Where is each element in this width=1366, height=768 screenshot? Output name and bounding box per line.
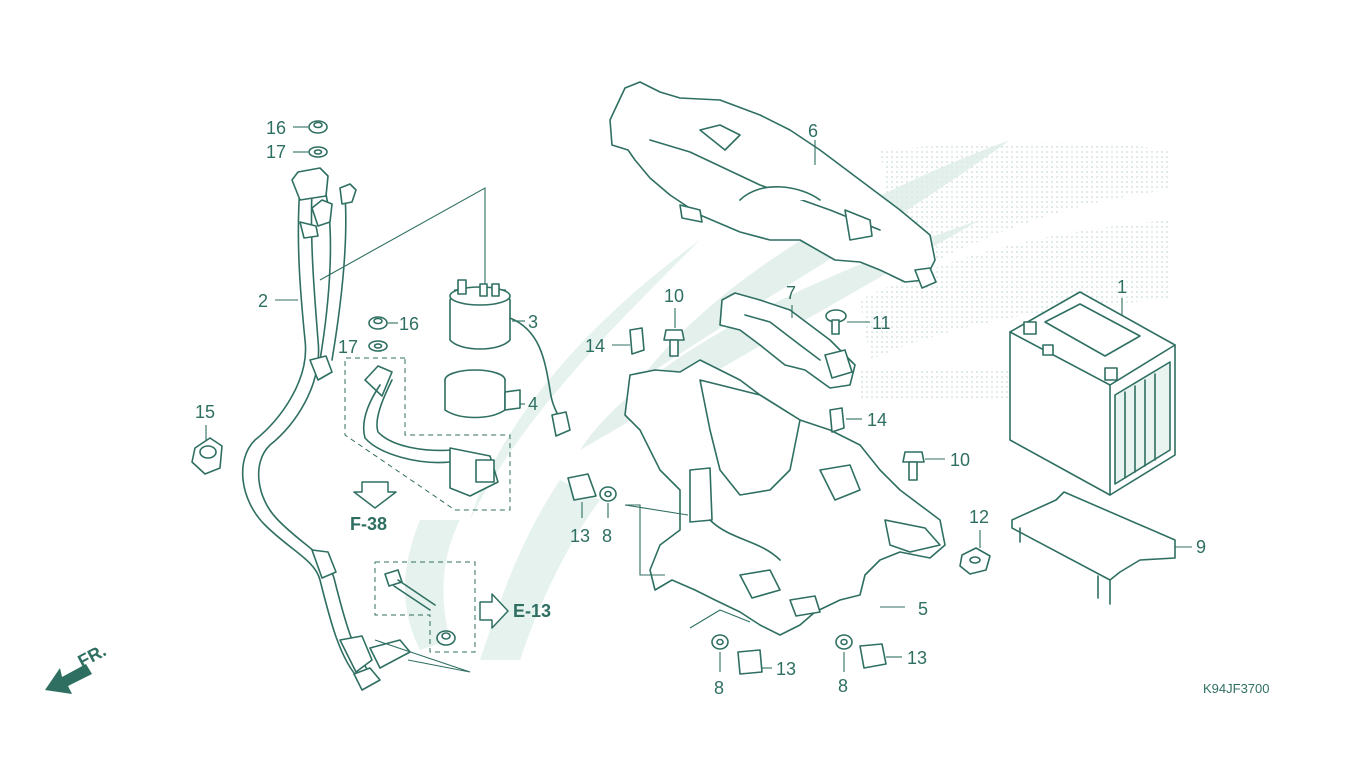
drawing-code: K94JF3700 [1203,681,1270,696]
reference-arrow-f38 [353,481,397,509]
callout-13-left: 13 [570,526,590,546]
callout-8-bottom-left: 8 [714,678,724,698]
callout-1: 1 [1117,277,1127,297]
front-direction-marker [45,664,92,694]
bolt-part-10-right [902,451,945,481]
callout-14-right: 14 [867,410,887,430]
battery-tray-part-5 [624,359,946,636]
nut-part-12 [959,530,991,575]
callout-14-left: 14 [585,336,605,356]
callout-10-top: 10 [664,286,684,306]
callout-8-bottom-right: 8 [838,676,848,696]
callout-17-middle: 17 [338,337,358,357]
direction-arrow-icon [45,664,92,694]
washer-part-8-bottom-left [711,634,729,672]
reference-label-f38: F-38 [350,514,387,534]
callout-16-middle: 16 [399,314,419,334]
starter-relay-part-3 [449,279,571,437]
callout-6: 6 [808,121,818,141]
reference-label-e13: E-13 [513,601,551,621]
clip-part-13-left [567,473,597,518]
callout-10-right: 10 [950,450,970,470]
washer-part-8-left [599,486,617,518]
clip-part-13-bottom-left [737,649,772,675]
callout-7: 7 [786,283,796,303]
relay-holder-part-4 [444,369,525,419]
callout-15: 15 [195,402,215,422]
callout-17-top: 17 [266,142,286,162]
battery-cover-part-6 [609,81,937,289]
front-marker-label: FR. [74,640,109,671]
sub-assembly-box-f38 [344,357,511,511]
bolt-part-10-top [663,308,685,357]
bracket-part-7 [719,292,856,389]
arrow-down-icon [353,481,397,509]
washer-part-17-middle [368,340,388,352]
washer-part-17-top [293,146,328,158]
callout-12: 12 [969,507,989,527]
battery-mat-part-9 [1011,491,1192,605]
bolt-box-e13 [374,561,509,673]
callout-labels: 1 2 3 4 5 6 7 8 8 8 9 10 10 11 12 13 13 … [74,118,1269,698]
callout-4: 4 [528,394,538,414]
clamp-part-15 [191,425,223,475]
battery-cable-part-2 [241,167,411,691]
arrow-right-icon [479,593,509,629]
clip-part-14-right [829,407,862,433]
clip-part-13-bottom-right [859,643,902,669]
clip-part-14-left [612,327,645,355]
callout-13-bottom-left: 13 [776,659,796,679]
screw-part-11 [825,309,870,335]
callout-3: 3 [528,312,538,332]
washer-part-8-bottom-right [835,634,853,672]
callout-13-bottom-right: 13 [907,648,927,668]
nut-part-16-middle [368,316,398,330]
callout-2: 2 [258,291,268,311]
battery-part-1 [1009,291,1176,496]
callout-5: 5 [918,599,928,619]
callout-11: 11 [872,313,891,333]
callout-8-left: 8 [602,526,612,546]
callout-9: 9 [1196,537,1206,557]
nut-part-16-top [293,120,328,134]
callout-16-top: 16 [266,118,286,138]
